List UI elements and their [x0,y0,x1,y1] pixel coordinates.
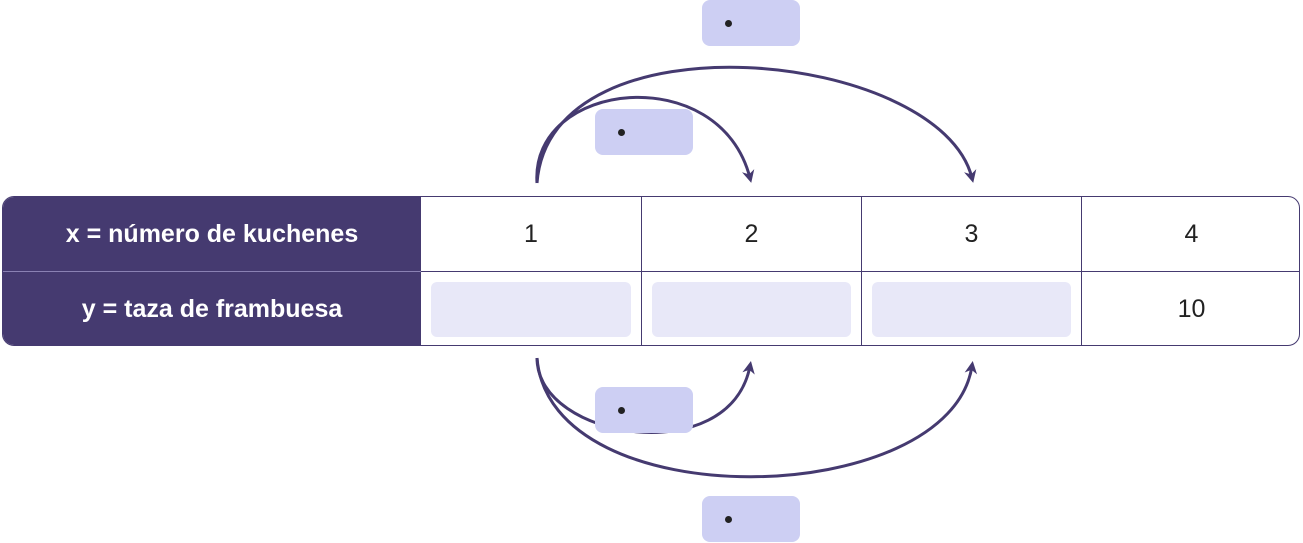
table-row-y: y = taza de frambuesa 10 [3,272,1299,345]
y-cell-1[interactable] [421,272,641,345]
blank-answer-slot[interactable] [431,282,631,337]
y-cell-3[interactable] [861,272,1081,345]
row-header-y: y = taza de frambuesa [3,272,421,345]
bullet-icon [725,20,732,27]
blank-answer-slot[interactable] [872,282,1071,337]
factor-pill-top-outer[interactable] [702,0,800,46]
blank-answer-slot[interactable] [652,282,851,337]
table-row-x: x = número de kuchenes 1 2 3 4 [3,197,1299,272]
x-cell-4: 4 [1081,197,1299,272]
top-arrow-1-to-2 [535,95,755,184]
factor-pill-bottom-outer[interactable] [702,496,800,542]
x-cell-2: 2 [641,197,861,272]
bullet-icon [618,407,625,414]
bullet-icon [725,516,732,523]
x-cell-3: 3 [861,197,1081,272]
top-arrow-1-to-3 [535,65,977,184]
row-header-x: x = número de kuchenes [3,197,421,272]
y-cell-4: 10 [1081,272,1299,345]
factor-pill-top-inner[interactable] [595,109,693,155]
bottom-arrow-1-to-3 [535,357,978,479]
y-cell-2[interactable] [641,272,861,345]
ratio-table: x = número de kuchenes 1 2 3 4 y = taza … [2,196,1300,346]
bullet-icon [618,129,625,136]
x-cell-1: 1 [421,197,641,272]
factor-pill-bottom-inner[interactable] [595,387,693,433]
